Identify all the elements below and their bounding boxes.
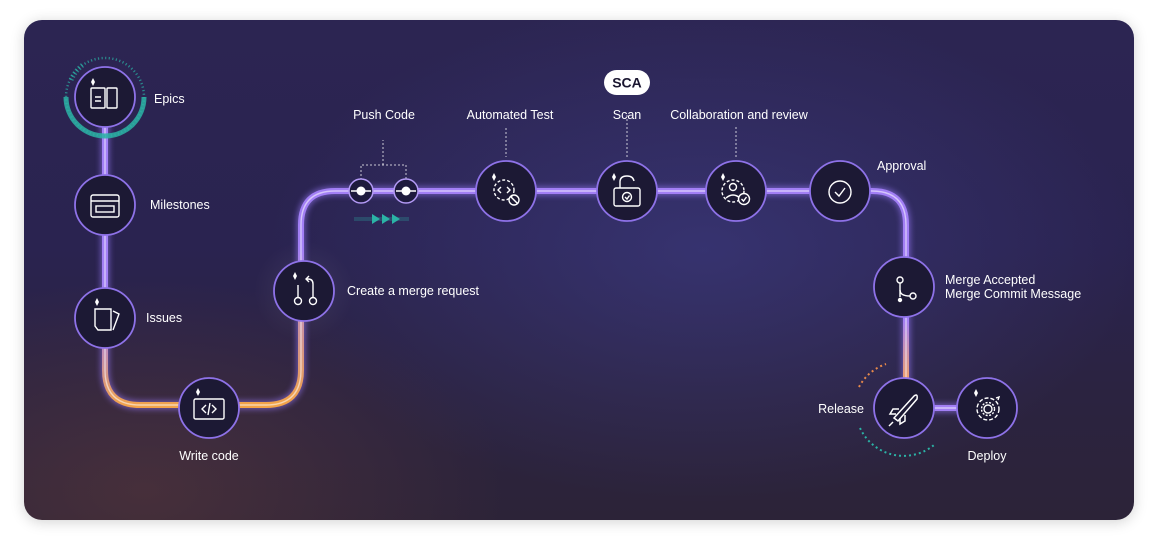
release-arcs bbox=[858, 363, 935, 457]
node-release[interactable] bbox=[873, 377, 935, 439]
progress-ring bbox=[63, 56, 147, 139]
devsecops-pipeline-diagram: SCA Epics Milestones Issues Write code C… bbox=[63, 56, 1081, 463]
label-merge-accepted: Merge Accepted bbox=[945, 273, 1035, 287]
label-write-code: Write code bbox=[179, 449, 239, 463]
node-epics[interactable] bbox=[74, 66, 136, 128]
issues-icon bbox=[94, 298, 120, 331]
branch-icon bbox=[896, 276, 917, 303]
node-merge-request[interactable] bbox=[254, 241, 354, 341]
node-write-code[interactable] bbox=[178, 377, 240, 439]
label-deploy: Deploy bbox=[968, 449, 1008, 463]
label-merge-commit: Merge Commit Message bbox=[945, 287, 1081, 301]
label-milestones: Milestones bbox=[150, 198, 210, 212]
label-push-code: Push Code bbox=[353, 108, 415, 122]
label-issues: Issues bbox=[146, 311, 182, 325]
flow-arrows bbox=[354, 214, 409, 224]
lock-icon bbox=[612, 173, 641, 207]
sca-badge-label: SCA bbox=[612, 75, 642, 91]
label-merge-request: Create a merge request bbox=[347, 284, 480, 298]
label-approval: Approval bbox=[877, 159, 926, 173]
review-icon bbox=[721, 173, 751, 206]
milestones-icon bbox=[90, 194, 120, 218]
pipeline-card: SCA Epics Milestones Issues Write code C… bbox=[24, 20, 1134, 520]
node-merge-accepted[interactable] bbox=[873, 256, 935, 318]
node-deploy[interactable] bbox=[956, 377, 1018, 439]
label-epics: Epics bbox=[154, 92, 185, 106]
rocket-icon bbox=[888, 394, 918, 427]
commit-dot-2 bbox=[393, 178, 419, 204]
node-scan[interactable] bbox=[596, 160, 658, 222]
commit-dot-1 bbox=[348, 178, 374, 204]
push-code-bracket bbox=[360, 115, 737, 184]
node-approval[interactable] bbox=[809, 160, 871, 222]
epics-icon bbox=[90, 78, 118, 109]
check-icon bbox=[828, 180, 852, 204]
test-icon bbox=[492, 173, 520, 206]
track-glow bbox=[100, 98, 987, 413]
node-issues[interactable] bbox=[74, 287, 136, 349]
label-collaboration: Collaboration and review bbox=[670, 108, 809, 122]
sca-badge: SCA bbox=[604, 70, 650, 95]
node-milestones[interactable] bbox=[74, 174, 136, 236]
node-collaboration[interactable] bbox=[705, 160, 767, 222]
label-scan: Scan bbox=[613, 108, 642, 122]
deploy-icon bbox=[974, 389, 1001, 421]
code-icon bbox=[193, 388, 225, 420]
track-highlight bbox=[104, 98, 987, 409]
label-release: Release bbox=[818, 402, 864, 416]
node-automated-test[interactable] bbox=[475, 160, 537, 222]
label-automated-test: Automated Test bbox=[467, 108, 554, 122]
merge-request-icon bbox=[293, 272, 318, 306]
